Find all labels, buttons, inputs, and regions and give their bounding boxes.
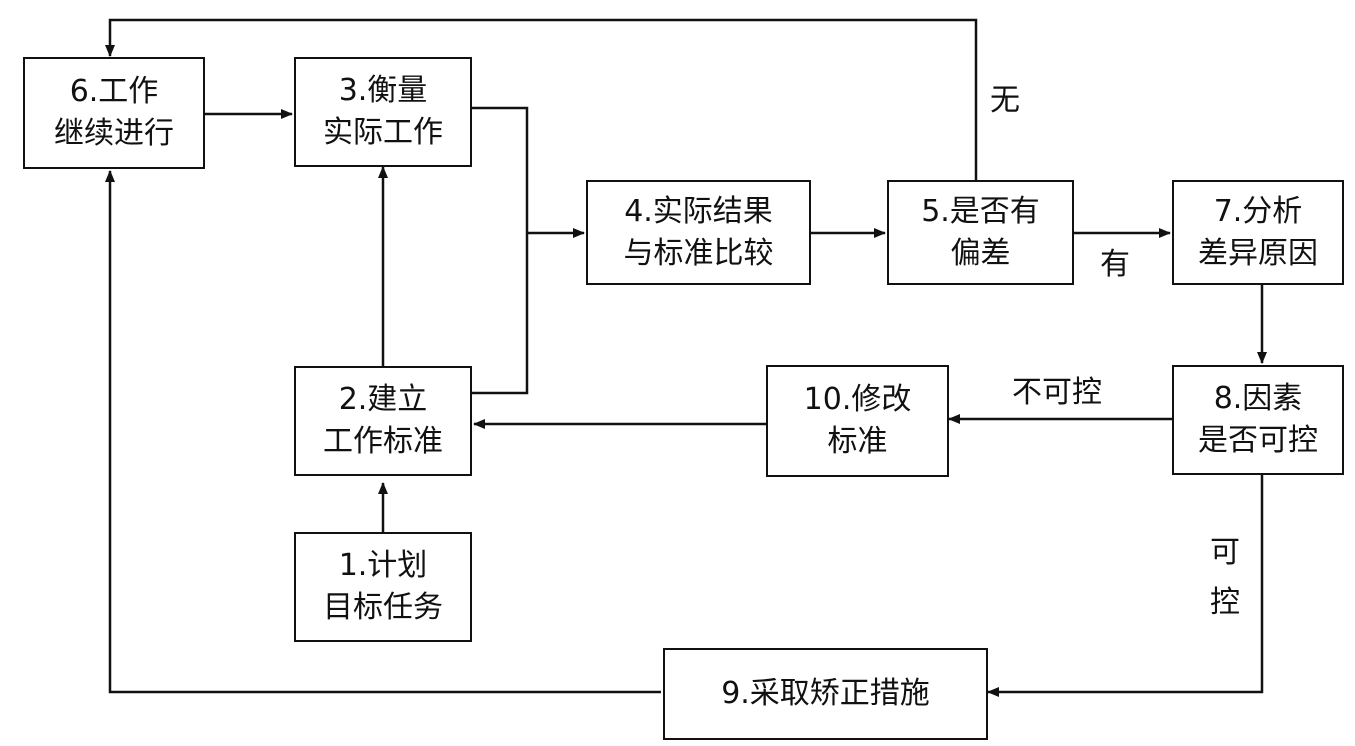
node-6-line1: 6.工作 [69,74,159,109]
node-2-line1: 2.建立 [338,382,428,417]
edge-label-controllable-1: 可 [1210,535,1240,570]
node-3-line1: 3.衡量 [338,73,428,108]
arrow-9-to-6 [105,170,661,694]
node-6-continue-work: 6.工作 继续进行 [23,57,205,169]
node-3-measure-work: 3.衡量 实际工作 [294,57,472,167]
node-9-line1: 9.采取矫正措施 [721,676,930,711]
node-6-line2: 继续进行 [54,116,174,151]
node-10-line2: 标准 [827,424,888,459]
node-10-revise-standards: 10.修改 标准 [766,365,949,477]
node-1-line2: 目标任务 [323,590,443,625]
node-2-set-standards: 2.建立 工作标准 [294,366,472,476]
node-7-line2: 差异原因 [1198,235,1318,271]
arrow-5-to-6 [105,18,978,180]
node-8-line2: 是否可控 [1198,423,1318,458]
node-4-line2: 与标准比较 [623,235,774,271]
node-1-line1: 1.计划 [338,548,428,583]
node-8-controllable-check: 8.因素 是否可控 [1172,365,1344,475]
node-10-line1: 10.修改 [803,382,912,417]
node-7-line1: 7.分析 [1213,193,1303,229]
node-4-compare-results: 4.实际结果 与标准比较 [586,180,811,285]
node-8-line1: 8.因素 [1213,381,1303,416]
node-2-line2: 工作标准 [323,424,443,459]
node-3-line2: 实际工作 [323,115,443,150]
arrow-8-to-9 [987,475,1264,697]
node-5-line2: 偏差 [950,235,1011,271]
node-9-corrective-action: 9.采取矫正措施 [663,648,988,740]
node-5-deviation-check: 5.是否有 偏差 [887,180,1074,285]
node-7-analyze-causes: 7.分析 差异原因 [1172,180,1344,285]
node-4-line1: 4.实际结果 [624,193,773,229]
node-1-plan-goals: 1.计划 目标任务 [294,532,472,642]
edge-label-none: 无 [990,83,1020,118]
edge-label-controllable-2: 控 [1210,585,1240,620]
edge-label-yes: 有 [1100,247,1130,282]
edge-label-uncontrollable: 不可控 [1012,375,1102,410]
node-5-line1: 5.是否有 [921,193,1040,229]
connector-3-to-4 [471,106,529,395]
